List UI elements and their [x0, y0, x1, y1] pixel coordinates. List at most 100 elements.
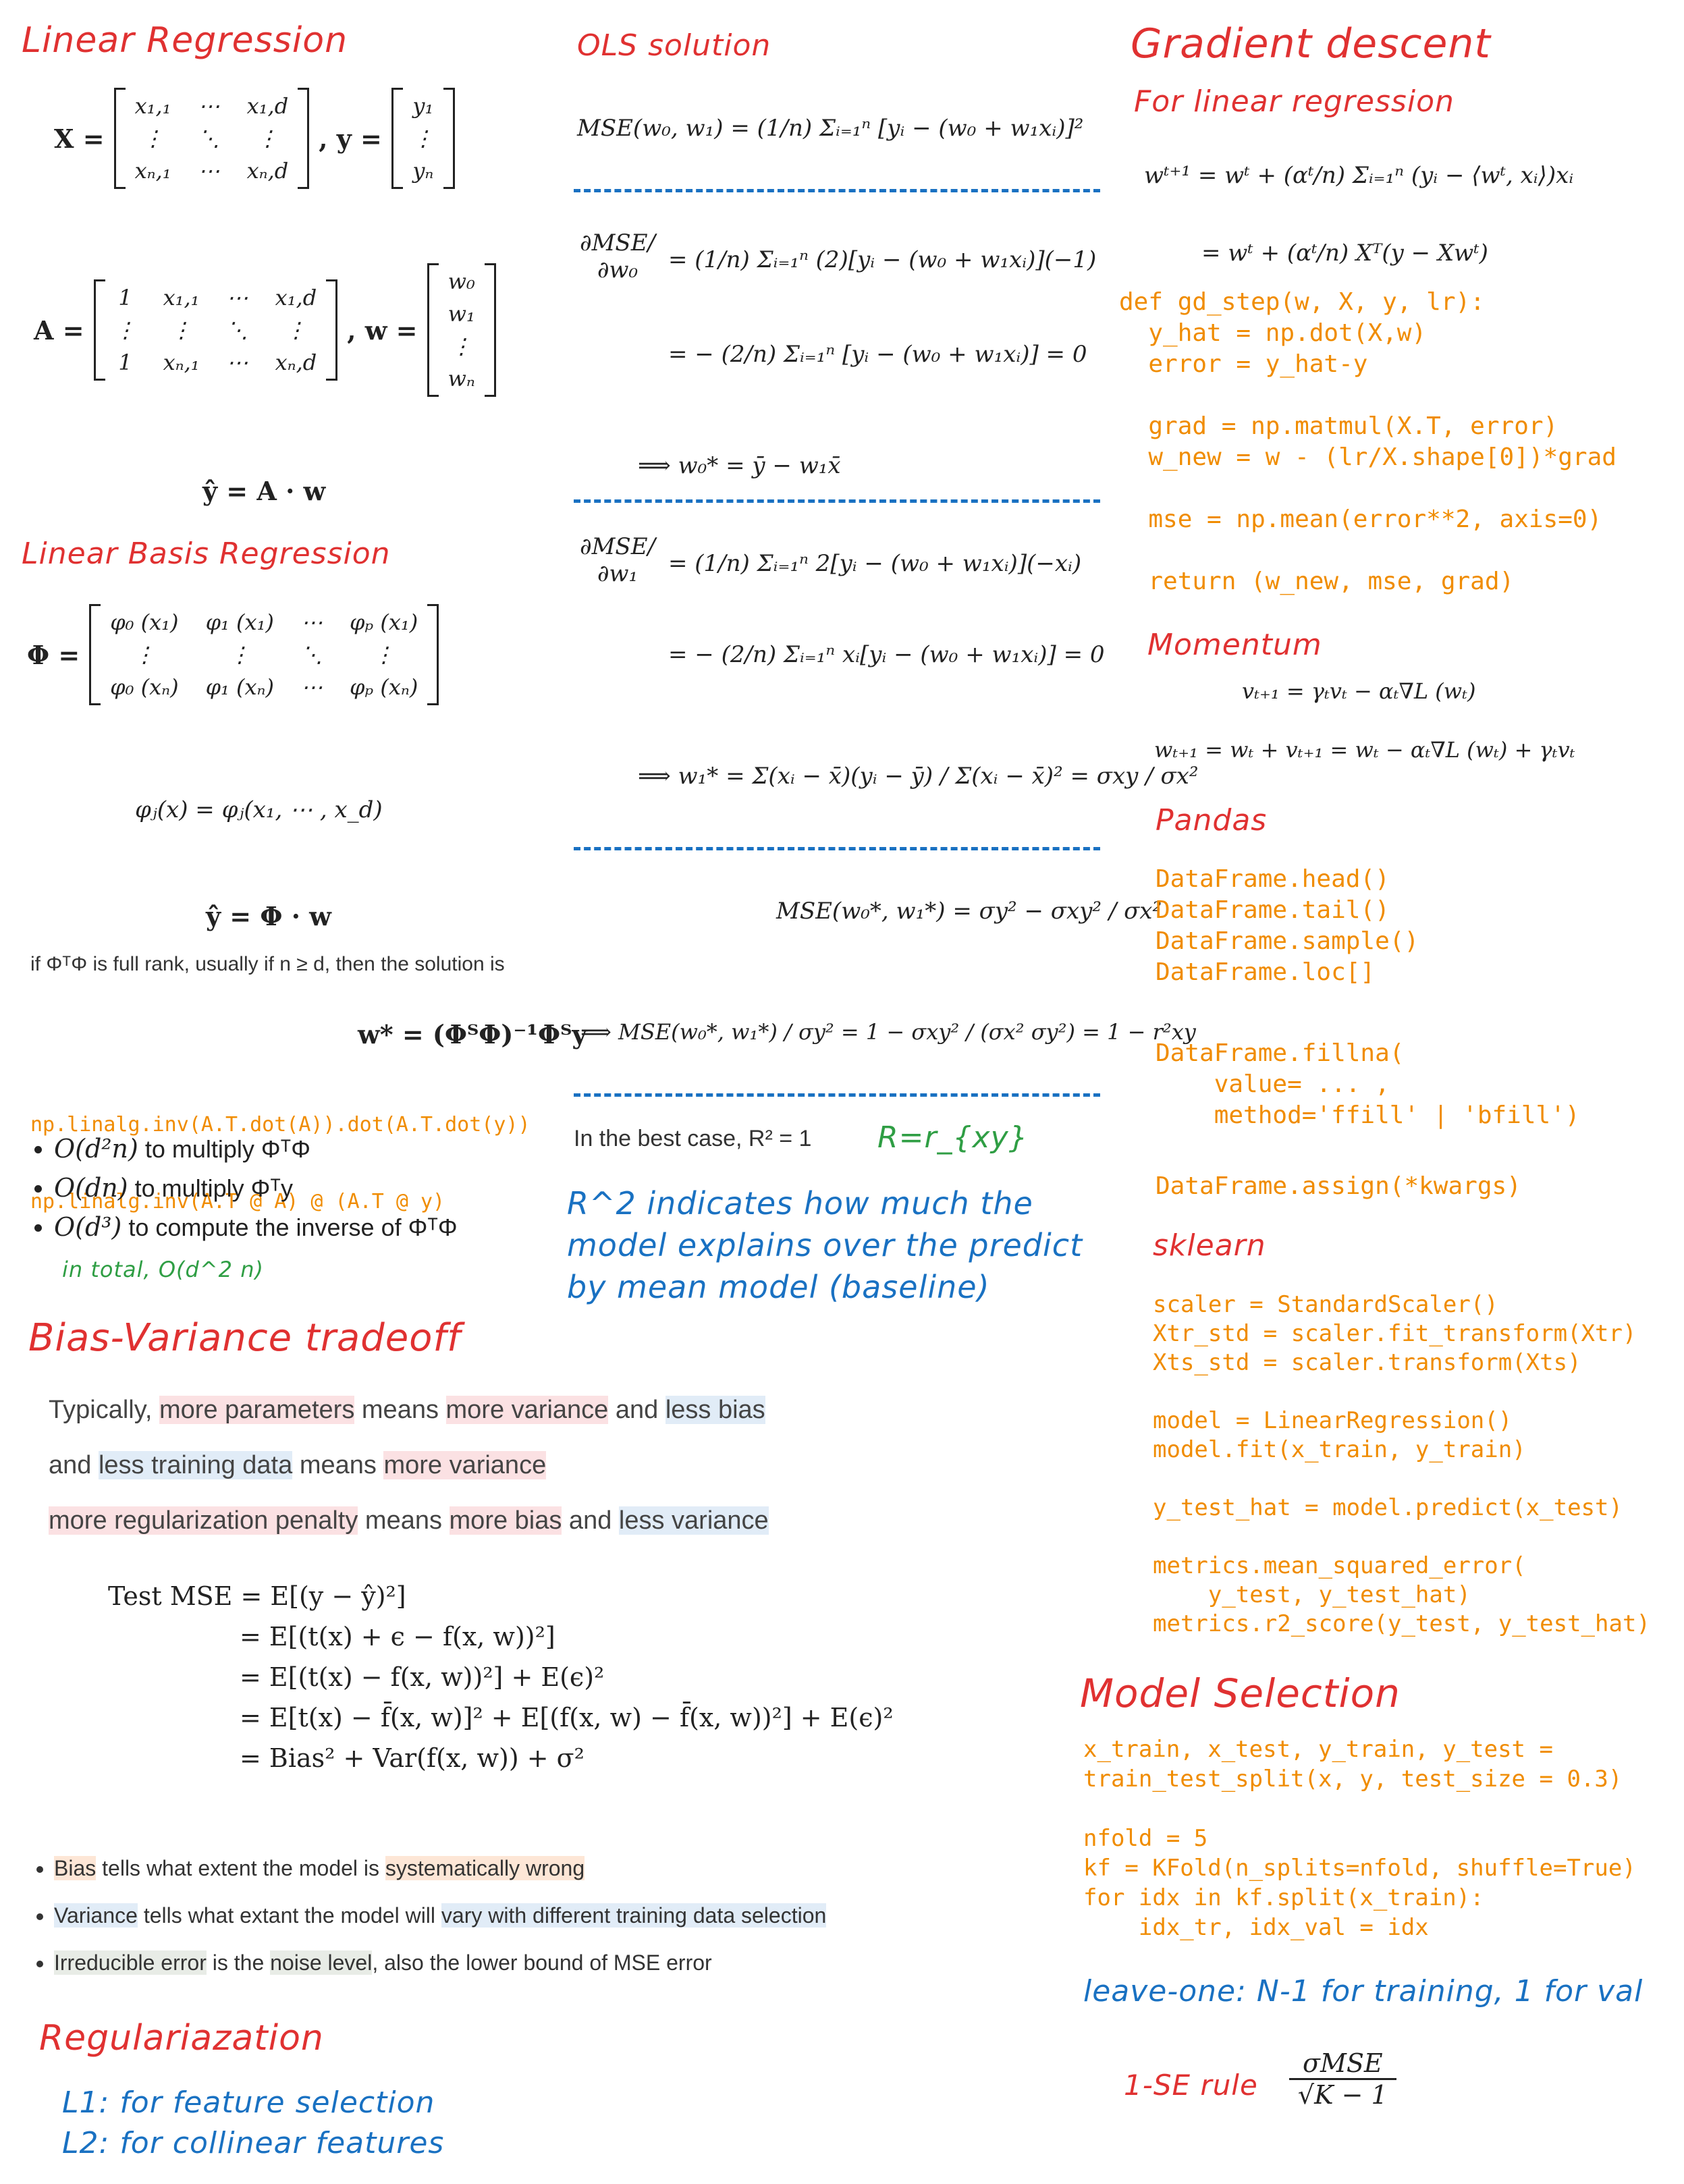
gd-step-code: def gd_step(w, X, y, lr): y_hat = np.dot…	[1119, 288, 1617, 595]
momentum-update: wₜ₊₁ = wₜ + vₜ₊₁ = wₜ − αₜ∇L (wₜ) + γₜvₜ	[1154, 737, 1575, 763]
gradient-descent-title: Gradient descent	[1131, 20, 1491, 67]
a-label: A =	[34, 315, 84, 346]
phi-matrix-cell: ⋯	[300, 674, 323, 700]
test-mse-line: = E[t(x) − f̄(x, w)]² + E[(f(x, w) − f̄(…	[240, 1703, 894, 1732]
plain-text: and	[49, 1451, 99, 1479]
bias-variance-bullets: Bias tells what extent the model is syst…	[27, 1849, 827, 1991]
pandas-fillna-code: DataFrame.fillna( value= ... , method='f…	[1156, 1039, 1580, 1129]
highlighted-phrase: less variance	[618, 1506, 769, 1535]
phi-matrix-equation: Φ = φ₀ (x₁)φ₁ (x₁)⋯φₚ (x₁)⋮⋮⋱⋮φ₀ (xₙ)φ₁ …	[27, 604, 439, 705]
gd-update-sum: wᵗ⁺¹ = wᵗ + (αᵗ/n) Σᵢ₌₁ⁿ (yᵢ − ⟨wᵗ, xᵢ⟩)…	[1144, 162, 1574, 189]
a-matrix-cell: xₙ,d	[275, 350, 317, 375]
a-matrix-cell: ⋯	[226, 350, 248, 375]
numpy-solution-code: np.linalg.inv(A.T.dot(A)).dot(A.T.dot(y)…	[30, 1061, 531, 1240]
highlighted-phrase: more bias	[449, 1506, 562, 1535]
d-mse-d-w0: ∂MSE/∂w₀	[580, 229, 655, 283]
y-vector-cell: ⋮	[412, 126, 434, 151]
phi-matrix-cell: ⋱	[300, 642, 323, 667]
test-mse-line: = E[(t(x) − f(x, w))²] + E(ϵ)²	[240, 1662, 605, 1692]
phi-j-definition: φⱼ(x) = φⱼ(x₁, ⋯ , x_d)	[135, 796, 383, 823]
mse-at-optimum: MSE(w₀*, w₁*) = σy² − σxy² / σx²	[776, 898, 1162, 925]
mse-ratio: ⟹ MSE(w₀*, w₁*) / σy² = 1 − σxy² / (σx² …	[580, 1019, 1196, 1045]
w-vector-cell: ⋮	[450, 333, 472, 359]
phi-matrix-cell: φ₀ (xₙ)	[110, 674, 179, 700]
test-mse-line: = E[(t(x) + ϵ − f(x, w))²]	[240, 1622, 555, 1651]
a-matrix-cell: x₁,₁	[163, 285, 200, 310]
linear-regression-title: Linear Regression	[22, 20, 348, 61]
w0-star: ⟹ w₀* = ȳ − w₁x̄	[638, 452, 841, 479]
highlighted-phrase: Bias	[54, 1856, 97, 1880]
phi-matrix: φ₀ (x₁)φ₁ (x₁)⋯φₚ (x₁)⋮⋮⋱⋮φ₀ (xₙ)φ₁ (xₙ)…	[89, 604, 439, 705]
phi-matrix-cell: φₚ (xₙ)	[349, 674, 418, 700]
x-matrix-cell: xₙ,₁	[134, 158, 171, 184]
x-matrix-cell: xₙ,d	[246, 158, 289, 184]
w-vector-cell: w₁	[447, 301, 475, 327]
a-matrix-cell: ⋯	[226, 285, 248, 310]
momentum-title: Momentum	[1147, 628, 1322, 662]
bias-variance-bullet: Variance tells what extant the model wil…	[54, 1896, 827, 1934]
plain-text: and	[608, 1396, 666, 1424]
best-case-r2: In the best case, R² = 1	[574, 1126, 812, 1151]
test-mse-line: Test MSE = E[(y − ŷ)²]	[108, 1581, 406, 1611]
bias-variance-bullet: Irreducible error is the noise level, al…	[54, 1944, 826, 1982]
plain-text: means	[292, 1451, 384, 1479]
pandas-assign-code: DataFrame.assign(*kwargs)	[1156, 1172, 1521, 1200]
phi-matrix-cell: ⋯	[300, 609, 323, 635]
plain-text: tells what extant the model will	[137, 1903, 441, 1928]
w-vector-cell: w₀	[447, 269, 475, 294]
x-matrix-cell: ⋯	[198, 158, 220, 184]
x-matrix-cell: x₁,d	[246, 93, 289, 119]
w1-star: ⟹ w₁* = Σ(xᵢ − x̄)(yᵢ − ȳ) / Σ(xᵢ − x̄)²…	[638, 763, 1199, 790]
bias-variance-bullet: Bias tells what extent the model is syst…	[54, 1849, 826, 1887]
a-matrix-cell: 1	[118, 350, 132, 375]
d-w1-step-1: = (1/n) Σᵢ₌₁ⁿ 2[yᵢ − (w₀ + w₁xᵢ)](−xᵢ)	[668, 550, 1082, 577]
gradient-subtitle: For linear regression	[1134, 84, 1455, 119]
y-vector-cell: yₙ	[412, 158, 434, 184]
l2-note: L2: for collinear features	[62, 2126, 445, 2160]
one-se-rule-label: 1-SE rule	[1124, 2069, 1258, 2102]
plain-text: means	[354, 1396, 446, 1424]
plain-text: , also the lower bound of MSE error	[372, 1950, 712, 1975]
phi-matrix-cell: ⋮	[133, 642, 155, 667]
plain-text: Typically,	[49, 1396, 160, 1424]
a-matrix-cell: xₙ,₁	[163, 350, 200, 375]
phi-matrix-cell: φ₁ (xₙ)	[205, 674, 274, 700]
a-matrix-cell: ⋮	[170, 317, 192, 343]
bv-line-2: and less training data means more varian…	[49, 1451, 547, 1480]
x-matrix-cell: ⋮	[256, 126, 279, 151]
highlighted-phrase: noise level	[270, 1950, 373, 1975]
yhat-aw: ŷ = A · w	[202, 476, 326, 506]
x-matrix: x₁,₁⋯x₁,d⋮⋱⋮xₙ,₁⋯xₙ,d	[113, 88, 310, 189]
d-w0-step-2: = − (2/n) Σᵢ₌₁ⁿ [yᵢ − (w₀ + w₁xᵢ)] = 0	[668, 341, 1087, 368]
w-label: , w =	[347, 315, 418, 346]
l1-note: L1: for feature selection	[62, 2085, 435, 2120]
plain-text: and	[562, 1506, 619, 1535]
highlighted-phrase: more parameters	[159, 1396, 355, 1424]
a-matrix-cell: 1	[118, 285, 132, 310]
y-vector: y₁⋮yₙ	[391, 88, 455, 189]
pandas-basic-code: DataFrame.head() DataFrame.tail() DataFr…	[1156, 865, 1419, 986]
numpy-code-line-2: np.linalg.inv(A.T @ A) @ (A.T @ y)	[30, 1190, 445, 1213]
a-matrix-cell: ⋮	[285, 317, 307, 343]
section-divider	[574, 1093, 1100, 1097]
gd-update-matrix: = wᵗ + (αᵗ/n) Xᵀ(y − Xwᵗ)	[1201, 240, 1488, 267]
phi-label: Φ =	[27, 639, 80, 670]
w-vector-cell: wₙ	[447, 366, 475, 391]
section-divider	[574, 189, 1100, 192]
se-denominator: √K − 1	[1297, 2080, 1388, 2110]
sklearn-code: scaler = StandardScaler() Xtr_std = scal…	[1153, 1291, 1650, 1637]
r2-explanation-note: R^2 indicates how much the model explain…	[567, 1185, 1083, 1305]
test-mse-decomposition: Test MSE = E[(y − ŷ)²] = E[(t(x) + ϵ − f…	[108, 1576, 894, 1778]
d-mse-d-w1: ∂MSE/∂w₁	[580, 533, 655, 587]
complexity-item: O(dn) to multiply Φᵀy	[54, 1173, 458, 1203]
y-label: , y =	[319, 123, 382, 154]
w-star-solution: w* = (ΦᵀΦ)⁻¹Φᵀy	[358, 1019, 587, 1049]
section-divider	[574, 847, 1100, 850]
complexity-item: O(d²n) to multiply ΦᵀΦ	[54, 1134, 458, 1164]
plain-text: tells what extent the model is	[96, 1856, 385, 1880]
w-vector: w₀ w₁ ⋮ wₙ	[427, 263, 496, 397]
model-selection-title: Model Selection	[1080, 1670, 1401, 1716]
plain-text: means	[358, 1506, 450, 1535]
